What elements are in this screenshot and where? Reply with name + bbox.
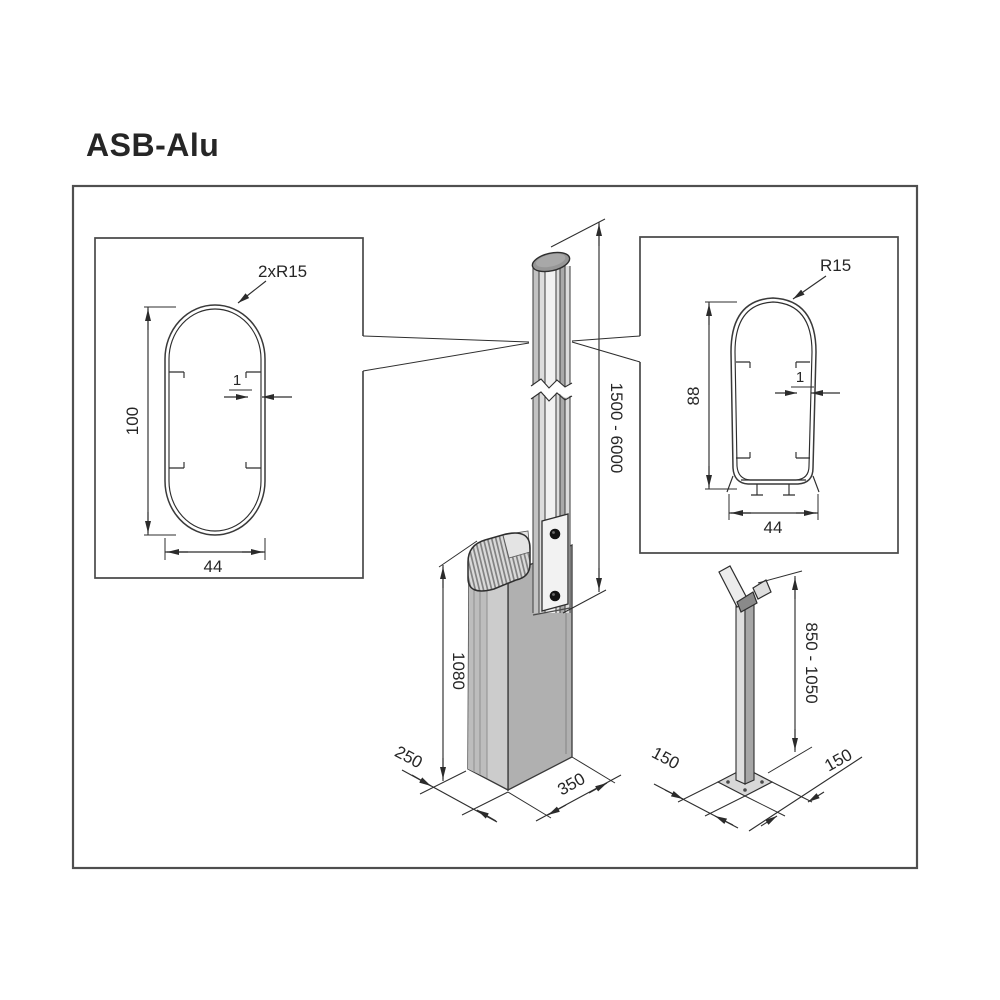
dim-label-profile-width: 44 bbox=[764, 518, 783, 537]
dim-profile-wall: 1 bbox=[224, 372, 292, 400]
drawing-border bbox=[71, 184, 919, 870]
dim-label-boom-length: 1500 - 6000 bbox=[607, 383, 626, 474]
support-post: 850 - 1050 150 150 bbox=[649, 565, 863, 832]
bracket-screw-bottom bbox=[549, 590, 561, 602]
dim-cabinet-height: 1080 bbox=[438, 540, 478, 781]
dim-label-profile-wall: 1 bbox=[233, 372, 241, 389]
boom-break-symbol bbox=[530, 378, 573, 402]
boom bbox=[530, 251, 573, 616]
dim-label-profile-width: 44 bbox=[204, 557, 223, 576]
dim-profile-width: 44 bbox=[164, 538, 266, 576]
radius-leader-line bbox=[237, 280, 267, 304]
profile-outline-inner bbox=[734, 301, 813, 481]
radius-callout-label: 2xR15 bbox=[258, 262, 307, 281]
dim-profile-wall: 1 bbox=[775, 369, 840, 396]
cabinet bbox=[467, 530, 573, 792]
post-column bbox=[735, 603, 746, 785]
dim-label-post-base-width: 150 bbox=[821, 745, 855, 775]
bracket-screw-top bbox=[549, 528, 561, 540]
dim-label-cabinet-depth: 250 bbox=[392, 742, 426, 772]
radius-callout-label: R15 bbox=[820, 256, 851, 275]
dim-label-profile-height: 88 bbox=[684, 387, 703, 406]
cabinet-top-cap bbox=[467, 530, 531, 592]
boom-end-cap bbox=[531, 251, 571, 273]
profile-outline-inner bbox=[168, 308, 262, 532]
boom-bracket bbox=[541, 513, 569, 612]
dim-profile-height: 100 bbox=[123, 306, 176, 536]
dim-post-height: 850 - 1050 bbox=[757, 570, 821, 774]
profile-outline-outer bbox=[730, 297, 817, 485]
dim-label-profile-height: 100 bbox=[123, 407, 142, 435]
radius-leader-line bbox=[792, 275, 827, 300]
profile-outline-outer bbox=[164, 304, 266, 536]
dim-label-cabinet-height: 1080 bbox=[449, 652, 468, 690]
dim-label-post-height: 850 - 1050 bbox=[802, 622, 821, 703]
barrier-assembly: 1500 - 6000 1080 250 350 bbox=[392, 218, 626, 823]
dim-profile-height: 88 bbox=[684, 301, 737, 490]
dim-post-base-width: 150 bbox=[744, 745, 863, 832]
post-fork-rest bbox=[718, 565, 772, 613]
dim-boom-length: 1500 - 6000 bbox=[550, 218, 626, 614]
page-title: ASB-Alu bbox=[86, 127, 219, 163]
left-profile-detail: 2xR15 100 44 1 bbox=[94, 237, 530, 579]
dim-profile-width: 44 bbox=[728, 494, 819, 537]
dim-label-profile-wall: 1 bbox=[796, 369, 804, 386]
dim-label-post-base-depth: 150 bbox=[649, 743, 683, 773]
right-profile-detail: R15 88 44 1 bbox=[571, 236, 899, 554]
